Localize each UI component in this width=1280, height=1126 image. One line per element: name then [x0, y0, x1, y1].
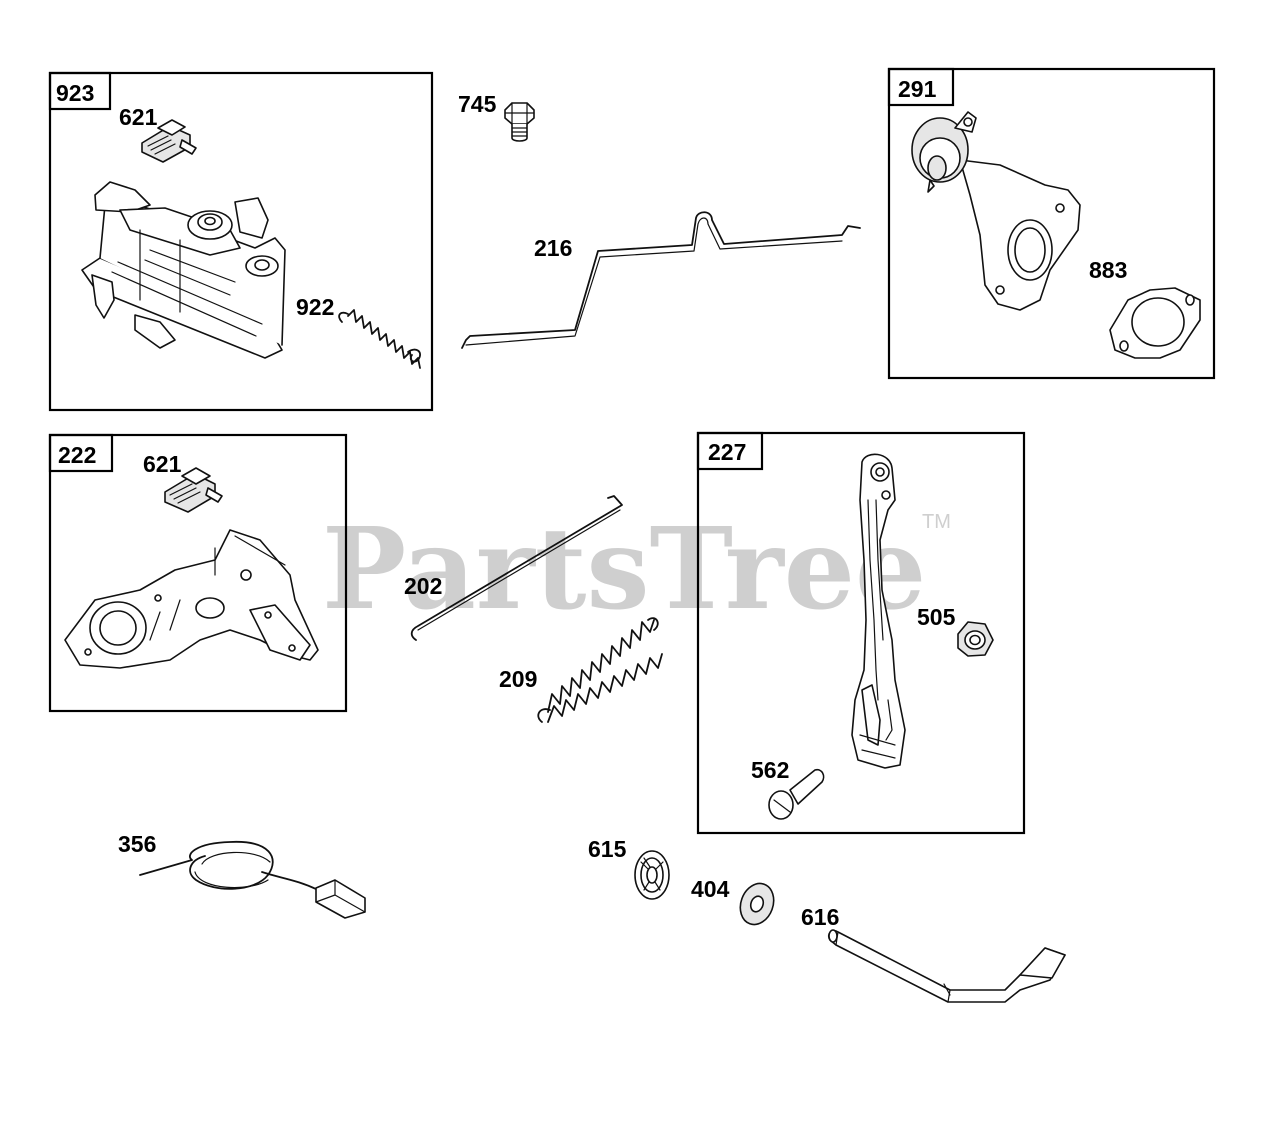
part-562-screw[interactable] [768, 768, 825, 820]
part-222-control-bracket[interactable] [64, 529, 319, 669]
callout-621-lower[interactable]: 621 [143, 451, 182, 477]
assembly-box-222[interactable]: 222 [48, 433, 348, 713]
callout-922[interactable]: 922 [296, 294, 334, 320]
callout-209[interactable]: 209 [499, 666, 537, 692]
part-291-carburetor-actuator[interactable] [911, 111, 1081, 311]
part-202-link-rod[interactable] [410, 495, 623, 641]
part-505-nut[interactable] [957, 621, 994, 657]
part-923-control-bracket[interactable] [81, 181, 286, 359]
callout-883[interactable]: 883 [1089, 257, 1127, 283]
assembly-box-227[interactable]: 227 [696, 431, 1026, 835]
box-label-291: 291 [898, 76, 937, 102]
callout-562[interactable]: 562 [751, 757, 789, 783]
box-label-227: 227 [708, 439, 746, 465]
part-621-clip-lower[interactable] [164, 467, 223, 513]
part-621-clip-top[interactable] [141, 119, 197, 163]
callout-356[interactable]: 356 [118, 831, 156, 857]
callout-216[interactable]: 216 [534, 235, 572, 261]
part-404-washer[interactable] [735, 879, 779, 929]
callout-745[interactable]: 745 [458, 91, 497, 117]
part-216-governor-rod[interactable] [461, 211, 861, 349]
part-883-gasket[interactable] [1109, 287, 1201, 359]
callout-615[interactable]: 615 [588, 836, 627, 862]
part-922-spring[interactable] [338, 309, 421, 369]
part-209-spring[interactable] [537, 617, 663, 723]
box-label-923: 923 [56, 80, 94, 106]
callout-621-top[interactable]: 621 [119, 104, 158, 130]
callout-202[interactable]: 202 [404, 573, 442, 599]
callout-616[interactable]: 616 [801, 904, 839, 930]
box-label-222: 222 [58, 442, 96, 468]
assembly-box-923[interactable]: 923 [48, 71, 434, 412]
watermark-trademark: TM [922, 511, 951, 533]
part-745-bolt[interactable] [504, 102, 535, 142]
callout-404[interactable]: 404 [691, 876, 730, 902]
part-616-governor-shaft[interactable] [827, 929, 1066, 1003]
callout-505[interactable]: 505 [917, 604, 956, 630]
assembly-box-291[interactable]: 291 [887, 67, 1216, 380]
part-615-seal[interactable] [634, 850, 670, 900]
part-356-ground-wire[interactable] [139, 841, 366, 919]
part-227-governor-lever[interactable] [851, 453, 906, 769]
watermark-text: PartsTree [322, 504, 926, 635]
